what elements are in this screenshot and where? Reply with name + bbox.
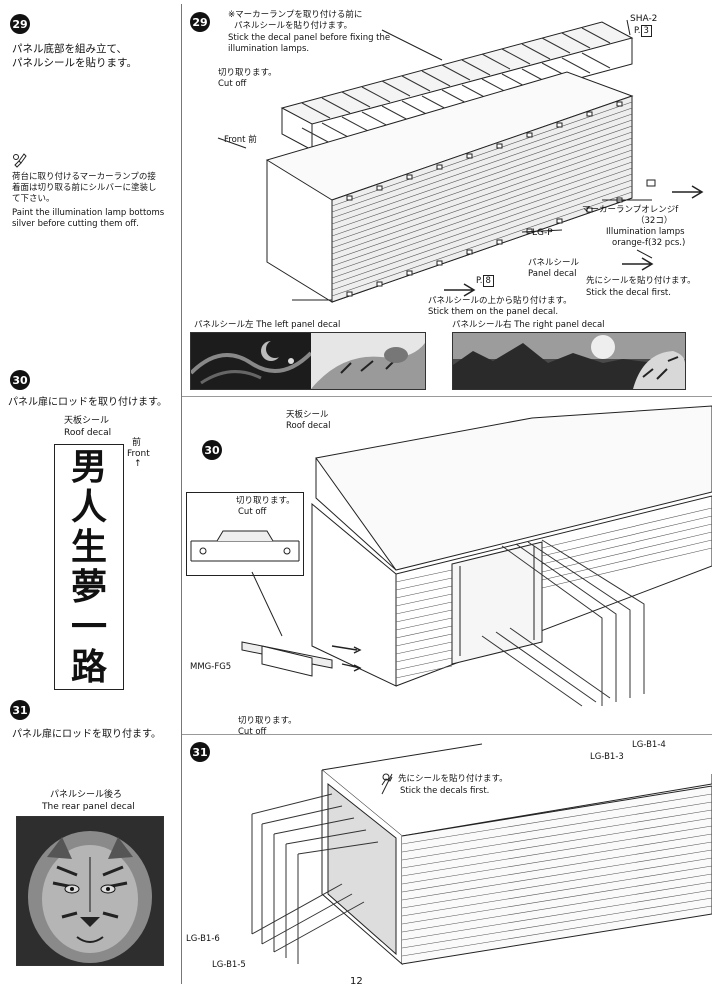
column-divider — [181, 4, 182, 984]
part-lg-b1-4: LG-B1-4 — [632, 740, 666, 750]
part-lg-b1-3: LG-B1-3 — [590, 752, 624, 762]
stick-first-jp: 先にシールを貼り付けます。 — [586, 276, 696, 286]
section-divider-30 — [182, 396, 712, 397]
left-panel-decal-image — [190, 332, 426, 390]
part-lg-p: LG-P — [532, 228, 553, 238]
d29-note-en-2: illumination lamps. — [228, 44, 310, 54]
step-29-title-line2: パネルシールを貼ります。 — [12, 57, 137, 69]
d31-first-en: Stick the decals first. — [400, 786, 490, 796]
front-arrow-icon: ↑ — [134, 459, 142, 469]
sha-ref-num: 3 — [640, 25, 652, 37]
paint-tip-en-2: silver before cutting them off. — [12, 219, 139, 229]
diagram-29-trailer-drawing — [217, 19, 704, 303]
d30-roof-en: Roof decal — [286, 421, 331, 431]
p8-ref-num: 8 — [482, 275, 494, 287]
diagram-31-badge: 31 — [190, 742, 210, 762]
step-29-badge: 29 — [10, 14, 30, 34]
d30-cutoff-en: Cut off — [238, 507, 267, 517]
step-29-title-line1: パネル底部を組み立て、 — [12, 43, 127, 55]
decal-hand-icon — [380, 772, 394, 786]
roof-decal-label-jp: 天板シール — [64, 416, 110, 426]
d29-front-jp: 前 — [248, 135, 257, 145]
d30-roof-jp: 天板シール — [286, 410, 329, 420]
d30-cutoff2-jp: 切り取ります。 — [238, 716, 297, 726]
left-panel-decal-label: パネルシール左 The left panel decal — [194, 320, 341, 330]
step-31-title: パネル扉にロッドを取り付ます。 — [12, 729, 161, 740]
step-30-title: パネル扉にロッドを取り付けます。 — [8, 397, 167, 408]
p8-ref: P.8 — [476, 275, 494, 287]
d29-note-jp-2: パネルシールを貼り付けます。 — [234, 21, 353, 31]
lamp-label-jp: マーカーランプオレンジf — [582, 205, 679, 215]
d31-first-jp: 先にシールを貼り付けます。 — [398, 774, 508, 784]
diagram-31-trailer-drawing — [251, 743, 712, 966]
d29-note-en-1: Stick the decal panel before fixing the — [228, 33, 391, 43]
diagram-30-trailer-drawing — [241, 405, 712, 707]
roof-char-4: 夢 — [70, 566, 107, 608]
paint-tip-jp-2: 着面は切り取る前にシルバーに塗装し — [12, 183, 157, 193]
rear-decal-tiger-image — [16, 816, 164, 966]
part-lg-b1-6: LG-B1-6 — [186, 934, 220, 944]
sha-page-ref: P.3 — [634, 25, 652, 37]
diagram-29-badge: 29 — [190, 12, 210, 32]
paint-tip-jp-1: 荷台に取り付けるマーカーランプの接 — [12, 172, 156, 182]
part-sha-2: SHA-2 — [630, 14, 658, 24]
right-panel-decal-image — [452, 332, 686, 390]
diagram-30-badge: 30 — [202, 440, 222, 460]
roof-char-6: 路 — [70, 646, 107, 688]
right-panel-decal-label: パネルシール右 The right panel decal — [452, 320, 605, 330]
roof-char-1: 男 — [70, 446, 107, 488]
rear-decal-label-en: The rear panel decal — [42, 802, 135, 812]
step-30-badge: 30 — [10, 370, 30, 390]
d29-front-en: Front — [224, 135, 246, 145]
panel-decal-en: Panel decal — [528, 269, 577, 279]
rear-decal-label-jp: パネルシール後ろ — [50, 790, 123, 800]
lamp-count-jp: （32コ） — [636, 216, 673, 226]
roof-decal-label-en: Roof decal — [64, 428, 112, 438]
paint-brush-icon — [12, 152, 28, 168]
roof-char-2: 人 — [70, 486, 107, 528]
step-31-badge: 31 — [10, 700, 30, 720]
d30-cutoff-jp: 切り取ります。 — [236, 496, 295, 506]
d29-cutoff-jp: 切り取ります。 — [218, 68, 277, 78]
roof-char-3: 生 — [70, 526, 107, 568]
sha-ref-prefix: P. — [634, 26, 641, 36]
d29-cutoff-en: Cut off — [218, 79, 247, 89]
d30-cutoff2-en: Cut off — [238, 727, 267, 737]
part-mmg-fg5: MMG-FG5 — [190, 662, 232, 672]
page-number: 12 — [350, 976, 363, 987]
stick-over-en: Stick them on the panel decal. — [428, 307, 559, 317]
panel-decal-jp: パネルシール — [528, 258, 580, 268]
roof-char-5: 一 — [70, 606, 107, 648]
paint-tip-en-1: Paint the illumination lamp bottoms — [12, 208, 165, 218]
stick-first-en: Stick the decal first. — [586, 288, 671, 298]
lamp-label-en-1: Illumination lamps — [606, 227, 685, 237]
d29-front-label: Front 前 — [224, 135, 257, 145]
d29-note-jp-1: ※マーカーランプを取り付ける前に — [228, 10, 363, 20]
cutoff-detail-box — [186, 492, 304, 576]
roof-decal-artwork: 男 人 生 夢 一 路 — [54, 444, 124, 690]
part-lg-b1-5: LG-B1-5 — [212, 960, 246, 970]
front-label-jp: 前 — [132, 438, 142, 448]
section-divider-31 — [182, 734, 712, 735]
stick-over-jp: パネルシールの上から貼り付けます。 — [428, 296, 572, 306]
front-label-en: Front — [127, 449, 150, 459]
lamp-label-en-2: orange-f(32 pcs.) — [612, 238, 686, 248]
paint-tip-jp-3: て下さい。 — [12, 194, 55, 204]
p8-ref-prefix: P. — [476, 276, 483, 286]
